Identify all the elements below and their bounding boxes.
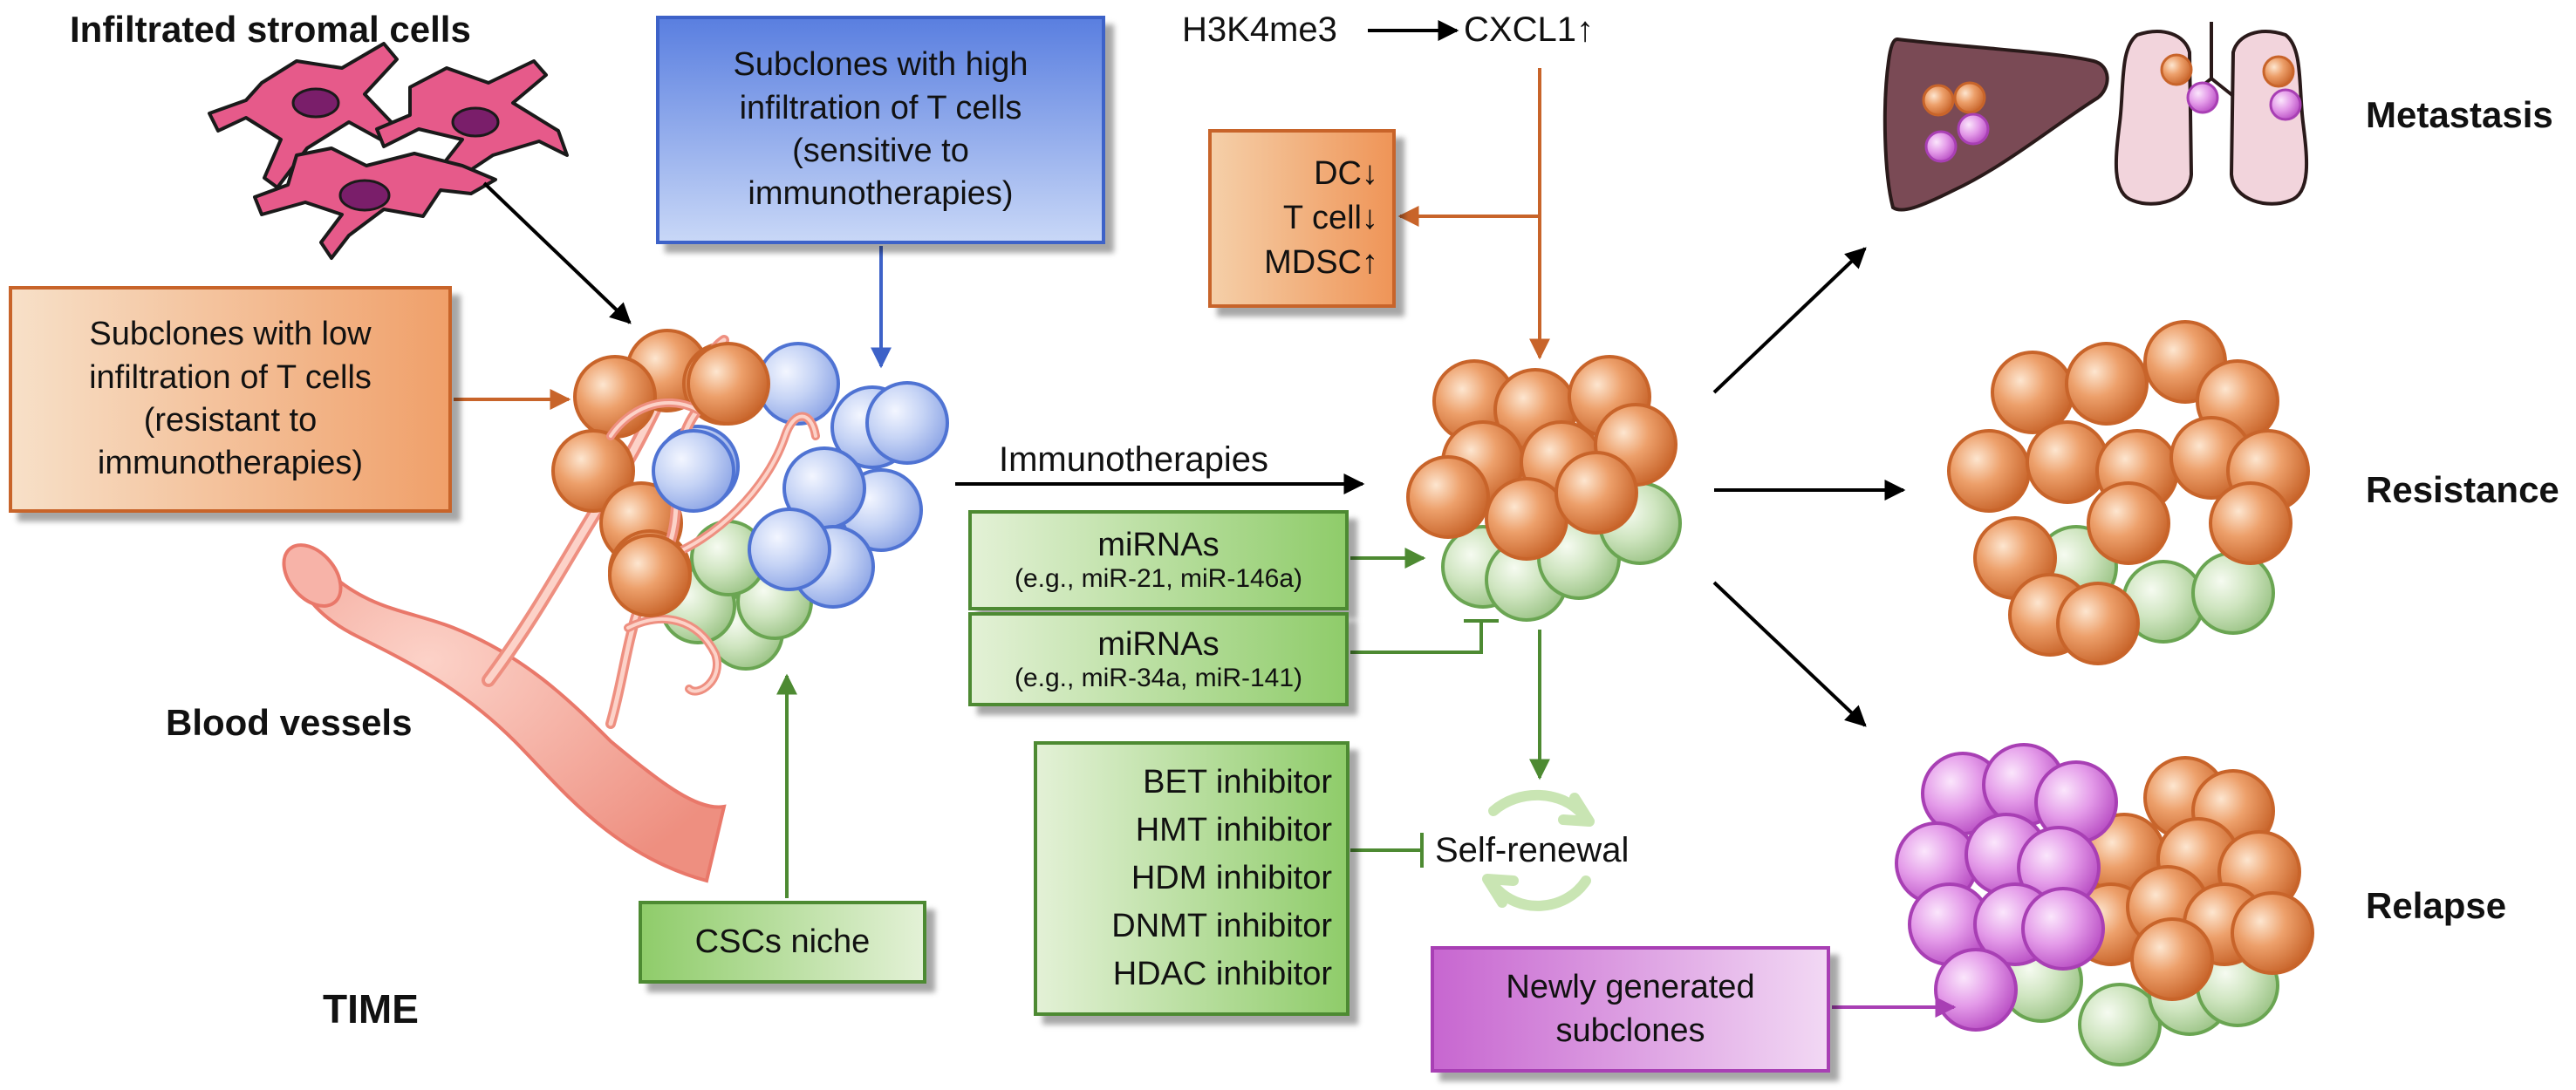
green-cells [659,520,813,671]
immune-effects-box: DC↓ T cell↓ MDSC↑ [1208,129,1396,308]
immunotherapies-label: Immunotherapies [999,440,1269,479]
low-infiltration-line-3: (resistant to [143,402,318,439]
high-infiltration-line-2: infiltration of T cells [739,89,1022,126]
relapsed-tumor [1895,743,2314,1066]
self-renewal-label: Self-renewal [1435,831,1630,869]
stromal-cell [208,42,401,189]
new-subclones-box: Newly generated subclones [1431,946,1830,1073]
metastasis-label: Metastasis [2366,94,2553,135]
epigenetic-inhibitors-box: BET inhibitor HMT inhibitor HDM inhibito… [1034,741,1349,1016]
to-relapse-arrow [1712,581,1867,727]
arrows [454,20,1957,1018]
high-infiltration-line-4: immunotherapies) [748,175,1014,213]
new-subclones-line-1: Newly generated [1506,969,1755,1006]
mirna-inhibit-line [1350,621,1483,654]
inhibitor-hdac: HDAC inhibitor [1112,956,1332,993]
csc-niche-box: CSCs niche [639,901,926,984]
stromal-cells [208,42,569,260]
immune-effect-tcell: T cell↓ [1282,199,1378,236]
h3k4me3-label: H3K4me3 [1182,10,1337,49]
orange-cells [1947,320,2310,665]
low-infiltration-line-1: Subclones with low [89,316,372,353]
blue-cells-front [652,381,949,513]
csc-niche-text: CSCs niche [694,923,871,960]
high-infiltration-line-1: Subclones with high [733,46,1028,84]
inhibitor-bet: BET inhibitor [1143,763,1332,800]
cxcl1-label: CXCL1↑ [1464,10,1594,49]
stromal-cells-label: Infiltrated stromal cells [70,9,471,50]
inhibitor-hmt: HMT inhibitor [1135,811,1332,848]
mirna-suppressing-title: miRNAs [1097,625,1220,663]
to-metastasis-arrow [1712,247,1867,394]
relapse-label: Relapse [2366,885,2507,926]
mirna-promoting-box: miRNAs (e.g., miR-21, miR-146a) [968,510,1349,610]
stromal-cell [375,59,569,183]
inhibitor-dnmt: DNMT inhibitor [1111,908,1332,945]
self-renewal-cycle-icon [1482,789,1595,911]
orange-cells [2069,756,2314,1001]
mirna-suppressing-examples: (e.g., miR-34a, miR-141) [1014,663,1303,692]
resistance-label: Resistance [2366,469,2559,510]
liver-lung-metastasis [1882,22,2309,212]
low-infiltration-box: Subclones with low infiltration of T cel… [9,286,452,513]
low-infiltration-line-4: immunotherapies) [97,445,364,482]
resistant-tumor [1947,320,2310,665]
mirna-suppressing-box: miRNAs (e.g., miR-34a, miR-141) [968,612,1349,706]
mirna-promoting-title: miRNAs [1097,527,1220,563]
violet-cells [1895,743,2118,1032]
stromal-cell [253,146,497,260]
blood-vessels-label: Blood vessels [166,702,413,743]
inhibitor-hdm: HDM inhibitor [1131,859,1332,896]
time-label: TIME [323,986,419,1032]
heterogeneous-tumor [551,329,949,729]
new-subclones-line-2: subclones [1555,1012,1705,1049]
low-infiltration-line-2: infiltration of T cells [89,358,372,396]
stroma-to-tumor-arrow [482,181,632,324]
high-infiltration-line-3: (sensitive to [792,133,969,169]
high-infiltration-box: Subclones with high infiltration of T ce… [656,16,1105,244]
orange-cells [1406,355,1677,561]
orange-cells-front [608,342,770,617]
post-treatment-tumor [1406,355,1682,622]
immune-effect-mdsc: MDSC↑ [1264,244,1378,282]
mirna-promoting-examples: (e.g., miR-21, miR-146a) [1014,564,1303,593]
immune-effect-dc: DC↓ [1314,154,1378,192]
